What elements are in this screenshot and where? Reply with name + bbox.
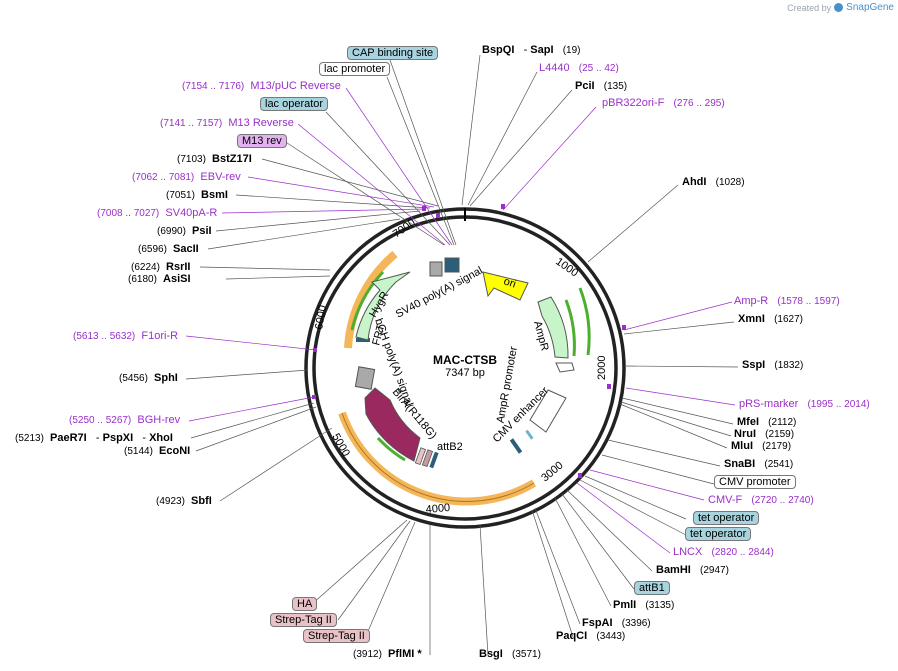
label-cap-binding-site[interactable]: CAP binding site [347,46,439,60]
label-frui[interactable]: NruI (2159) [734,428,795,440]
label-strep-tag-2[interactable]: Strep-Tag II [303,629,370,643]
label-sspi[interactable]: SspI (1832) [742,359,804,371]
label-tet-operator-2[interactable]: tet operator [685,527,752,541]
label-tet-operator-1[interactable]: tet operator [693,511,760,525]
attb2-label: attB2 [437,441,463,453]
tick-6000: 6000 [313,304,329,330]
label-bamhi[interactable]: BamHI (2947) [656,564,729,576]
label-fspai[interactable]: FspAI (3396) [582,617,651,629]
label-paer7i[interactable]: (5213) PaeR7I - PspXI - XhoI [15,432,173,444]
snapgene-logo-icon [834,3,844,12]
label-lac-promoter[interactable]: lac promoter [319,62,391,76]
label-bstz17i[interactable]: (7103) BstZ17I [177,153,252,165]
plasmid-name: MAC-CTSB [433,353,497,367]
bira-feature [364,387,421,462]
label-pmli[interactable]: PmlI (3135) [613,599,675,611]
label-econi[interactable]: (5144) EcoNI [124,445,191,457]
label-lac-operator[interactable]: lac operator [260,97,329,111]
ampr-feature [537,296,569,359]
tet-operator-mark [525,429,534,440]
label-m13-rev[interactable]: M13 rev [237,134,287,148]
label-bsmi[interactable]: (7051) BsmI [166,189,228,201]
attb2-mark [429,451,439,469]
hygr-feature [355,271,411,341]
label-sbfi[interactable]: (4923) SbfI [156,495,212,507]
green-arc-hygr [350,270,385,331]
bgh-polya-feature [354,366,376,390]
label-sphi[interactable]: (5456) SphI [119,372,178,384]
label-f1ori-r[interactable]: (5613 .. 5632) F1ori-R [73,330,179,342]
label-pflmi[interactable]: (3912) PflMI * [353,648,422,660]
label-m13-reverse[interactable]: (7141 .. 7157) M13 Reverse [160,117,294,129]
label-rsrii[interactable]: (6224) RsrII [131,261,191,273]
attb1-mark [509,438,523,454]
left-connectors [185,59,457,655]
label-m13-puc-reverse[interactable]: (7154 .. 7176) M13/pUC Reverse [182,80,341,92]
label-strep-tag-1[interactable]: Strep-Tag II [270,613,337,627]
ampr-promoter-feature [555,362,575,373]
label-l4440[interactable]: L4440 (25 .. 42) [539,62,619,74]
label-cmv-f[interactable]: CMV-F (2720 .. 2740) [708,494,814,506]
strep-mark-1 [421,449,434,468]
label-ebv-rev[interactable]: (7062 .. 7081) EBV-rev [132,171,241,183]
orange-arc-bottom-edge [341,412,535,502]
frt-label: FRT [370,323,387,347]
green-arc-bira [376,436,406,462]
tick-4000: 4000 [425,502,450,516]
credit-brand: SnapGene [846,2,894,13]
ori-label: ori [502,275,517,290]
label-mfei[interactable]: MfeI (2112) [737,416,797,428]
label-bgh-rev[interactable]: (5250 .. 5267) BGH-rev [69,414,181,426]
label-psii[interactable]: (6990) PsiI [157,225,212,237]
label-pbr322ori-f[interactable]: pBR322ori-F (276 .. 295) [602,97,725,109]
label-pcii[interactable]: PciI (135) [575,80,628,92]
label-bsgi[interactable]: BsgI (3571) [479,648,541,660]
label-asisi[interactable]: (6180) AsiSI [128,273,191,285]
orange-arc-left [344,250,398,349]
label-paqci[interactable]: PaqCI (3443) [556,630,626,642]
label-sv40pa-r[interactable]: (7008 .. 7027) SV40pA-R [97,207,218,219]
label-attb1[interactable]: attB1 [634,581,670,595]
label-snabi[interactable]: SnaBI (2541) [724,458,794,470]
frt-mark [356,338,370,342]
plasmid-size: 7347 bp [445,367,485,379]
right-connectors [461,54,739,656]
label-ahdi[interactable]: AhdI (1028) [682,176,745,188]
label-prs-marker[interactable]: pRS-marker (1995 .. 2014) [739,398,870,410]
label-cmv-promoter[interactable]: CMV promoter [714,475,796,489]
cmv-enhancer-feature [529,389,567,433]
ha-mark [414,447,427,466]
green-arc-ampr [564,299,576,357]
label-lncx[interactable]: LNCX (2820 .. 2844) [673,546,774,558]
tick-2000: 2000 [596,356,608,380]
label-xmni[interactable]: XmnI (1627) [738,313,803,325]
green-arc-ampr-outer [578,287,591,356]
label-amp-r[interactable]: Amp-R (1578 .. 1597) [734,295,840,307]
primer-marks [312,204,626,478]
label-sacii[interactable]: (6596) SacII [138,243,199,255]
label-mlui[interactable]: MluI (2179) [731,440,792,452]
credit: Created by SnapGene [787,2,894,13]
credit-prefix: Created by [787,2,832,13]
lac-region-mark [444,257,460,273]
label-ha[interactable]: HA [292,597,318,611]
label-bspqi[interactable]: BspQI - SapI (19) [482,44,581,56]
ori-feature [482,271,529,301]
sv40-polya-feature [429,261,443,277]
